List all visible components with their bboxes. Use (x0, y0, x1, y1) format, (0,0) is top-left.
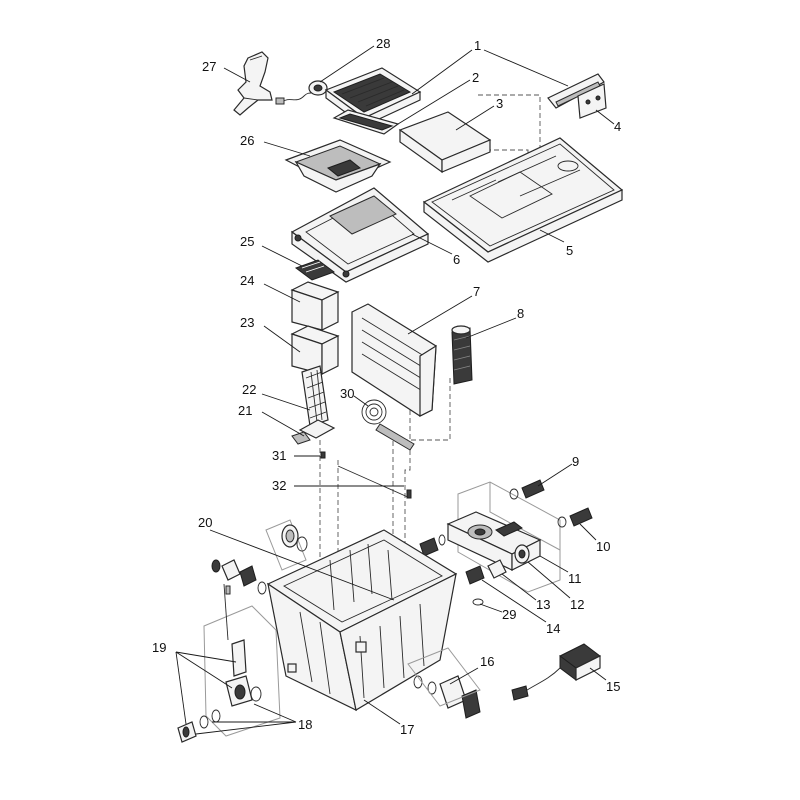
part-14-fitting (465, 565, 485, 585)
callout-32: 32 (272, 478, 286, 493)
part-15-transformer (511, 643, 601, 701)
part-26-filter-basket (284, 139, 392, 193)
part-18-drain-connectors (177, 709, 221, 743)
part-32-rod (337, 465, 412, 499)
callout-11: 11 (568, 571, 582, 586)
part-8-filter-tube (451, 325, 473, 385)
part-20-inlet-connector (265, 519, 308, 571)
part-24-foam-block (290, 281, 340, 331)
left-connector-row (211, 559, 267, 595)
part-2-frame-strip (332, 109, 400, 135)
callout-31: 31 (272, 448, 286, 463)
part-3-sponge-pad (398, 111, 492, 174)
part-6-top-frame (290, 187, 430, 283)
callout-8: 8 (517, 306, 524, 321)
part-17-housing (266, 529, 458, 712)
callout-labels: 1 2 3 4 5 6 7 8 9 10 11 12 13 14 15 16 1… (152, 36, 621, 737)
callout-25: 25 (240, 234, 254, 249)
callout-1: 1 (474, 38, 481, 53)
part-4-cover-latch (547, 73, 607, 119)
callout-18: 18 (298, 717, 312, 732)
callout-7: 7 (473, 284, 480, 299)
callout-30: 30 (340, 386, 354, 401)
part-27-handle-bracket (233, 51, 273, 116)
part-5-lid (422, 137, 624, 263)
part-7-filter-frame (351, 303, 437, 417)
callout-21: 21 (238, 403, 252, 418)
callout-3: 3 (496, 96, 503, 111)
callout-26: 26 (240, 133, 254, 148)
part-9-hose-tail (509, 479, 545, 500)
part-31-pin (320, 451, 326, 459)
callout-14: 14 (546, 621, 560, 636)
part-29-washer (472, 598, 484, 606)
callout-4: 4 (614, 119, 621, 134)
part-25-small-grid (294, 259, 336, 281)
callout-2: 2 (472, 70, 479, 85)
part-12-fitting (514, 544, 530, 564)
pump-side-connectors (419, 534, 446, 557)
callout-23: 23 (240, 315, 254, 330)
callout-12: 12 (570, 597, 584, 612)
part-30-coiled-hose (361, 399, 415, 451)
callout-19: 19 (152, 640, 166, 655)
callout-24: 24 (240, 273, 254, 288)
callout-16: 16 (480, 654, 494, 669)
callout-9: 9 (572, 454, 579, 469)
part-16-outlet-kit (407, 647, 481, 719)
callout-10: 10 (596, 539, 610, 554)
leader-lines (175, 45, 615, 735)
part-10-hose-tail (557, 507, 593, 528)
callout-6: 6 (453, 252, 460, 267)
part-22-grid-insert (298, 365, 336, 439)
callout-29: 29 (502, 607, 516, 622)
callout-15: 15 (606, 679, 620, 694)
callout-20: 20 (198, 515, 212, 530)
callout-5: 5 (566, 243, 573, 258)
callout-17: 17 (400, 722, 414, 737)
callout-22: 22 (242, 382, 256, 397)
part-13-fitting (487, 559, 507, 579)
callout-28: 28 (376, 36, 390, 51)
part-23-foam-block (290, 325, 340, 375)
part-19-drain-valve (203, 583, 281, 737)
callout-13: 13 (536, 597, 550, 612)
callout-27: 27 (202, 59, 216, 74)
part-28-connector-cable (275, 80, 328, 105)
